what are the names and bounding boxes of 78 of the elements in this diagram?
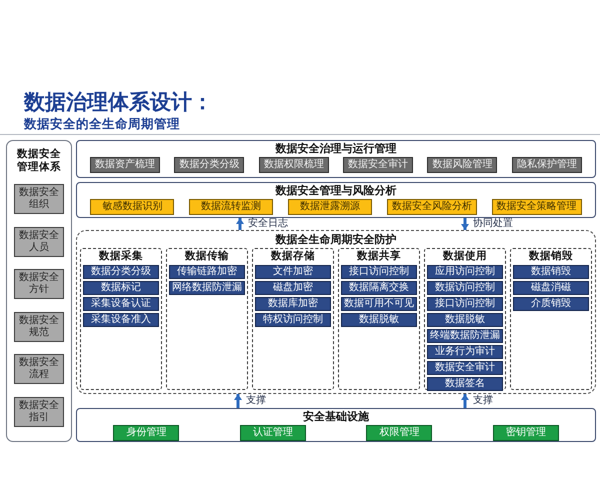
arrow: [461, 394, 469, 408]
capability-box: 敏感数据识别: [90, 199, 174, 215]
capability-box: 数据安全审计: [343, 157, 414, 173]
capability-box: 数据访问控制: [427, 281, 503, 295]
panel-title: 数据安全管理体系: [16, 148, 62, 174]
capability-box: 介质销毁: [513, 297, 589, 311]
capability-box: 特权访问控制: [255, 313, 331, 327]
stage-panel: [252, 248, 334, 390]
panel-title: 数据销毁: [528, 250, 574, 263]
capability-box: 数据安全组织: [14, 184, 64, 214]
capability-box: 数据流转监测: [189, 199, 274, 215]
capability-box: 业务行为审计: [427, 345, 503, 359]
layer-panel: [76, 182, 596, 218]
capability-box: 文件加密: [255, 265, 331, 279]
capability-box: 数据库加密: [255, 297, 331, 311]
capability-box: 磁盘加密: [255, 281, 331, 295]
page-title: 数据治理体系设计：: [24, 90, 213, 115]
panel-title: 数据存储: [270, 250, 316, 263]
capability-box: 数据安全审计: [427, 361, 503, 375]
capability-box: 隐私保护管理: [512, 157, 582, 173]
capability-box: 传输链路加密: [169, 265, 245, 279]
capability-box: 身份管理: [113, 425, 180, 441]
capability-box: 数据风险管理: [427, 157, 498, 173]
capability-box: 数据签名: [427, 377, 503, 391]
capability-box: 终端数据防泄漏: [427, 329, 503, 343]
capability-box: 数据权限梳理: [258, 157, 329, 173]
capability-box: 数据泄露溯源: [288, 199, 372, 215]
capability-box: 数据安全流程: [14, 354, 64, 384]
edge-label: 支撑: [244, 395, 268, 407]
capability-box: 网络数据防泄漏: [169, 281, 245, 295]
panel-title: 数据全生命周期安全防护: [274, 233, 398, 247]
capability-box: 数据安全指引: [14, 396, 64, 427]
panel-title: 安全基础设施: [303, 410, 369, 424]
capability-box: 认证管理: [240, 425, 306, 441]
stage-panel: [166, 248, 248, 390]
panel-title: 数据安全治理与运行管理: [276, 142, 396, 156]
capability-box: 数据脱敏: [427, 313, 503, 327]
capability-box: 数据分类分级: [174, 157, 244, 173]
capability-box: 数据分类分级: [83, 265, 159, 279]
panel-title: 数据传输: [184, 250, 230, 263]
panel-title: 数据安全管理与风险分析: [276, 184, 396, 198]
capability-box: 数据资产梳理: [90, 157, 160, 173]
capability-box: 采集设备认证: [83, 297, 159, 311]
arrow: [461, 218, 469, 230]
edge-label: 支撑: [471, 395, 495, 407]
capability-box: 采集设备准入: [83, 313, 159, 327]
stage-panel: [424, 248, 506, 390]
lifecycle-panel: [76, 230, 596, 394]
panel-title: 数据采集: [98, 250, 144, 263]
capability-box: 数据可用不可见: [341, 297, 417, 311]
panel-title: 数据共享: [356, 250, 402, 263]
capability-box: 数据标记: [83, 281, 159, 295]
arrow: [236, 218, 244, 230]
stage-panel: [510, 248, 592, 390]
capability-box: 数据安全方针: [14, 269, 64, 300]
capability-box: 权限管理: [366, 425, 432, 441]
capability-box: 磁盘消磁: [513, 281, 589, 295]
capability-box: 密钥管理: [492, 425, 559, 441]
stage-panel: [338, 248, 420, 390]
capability-box: 数据隔离交换: [341, 281, 417, 295]
edge-label: 协同处置: [471, 218, 515, 230]
stage-panel: [80, 248, 162, 390]
panel-title: 数据使用: [442, 250, 488, 263]
capability-box: 数据安全人员: [14, 226, 64, 257]
capability-box: 数据脱敏: [341, 313, 417, 327]
capability-box: 接口访问控制: [341, 265, 417, 279]
subtitle: 数据安全的全生命周期管理: [24, 116, 180, 131]
capability-box: 数据销毁: [513, 265, 589, 279]
capability-box: 数据安全风险分析: [386, 199, 477, 215]
edge-label: 安全日志: [246, 218, 290, 230]
layer-panel: [76, 408, 596, 442]
capability-box: 应用访问控制: [427, 265, 503, 279]
capability-box: 接口访问控制: [427, 297, 503, 311]
arrow: [234, 394, 242, 408]
side-panel: [6, 140, 72, 442]
layer-panel: [76, 140, 596, 178]
capability-box: 数据安全策略管理: [492, 199, 582, 215]
capability-box: 数据安全规范: [14, 312, 64, 342]
